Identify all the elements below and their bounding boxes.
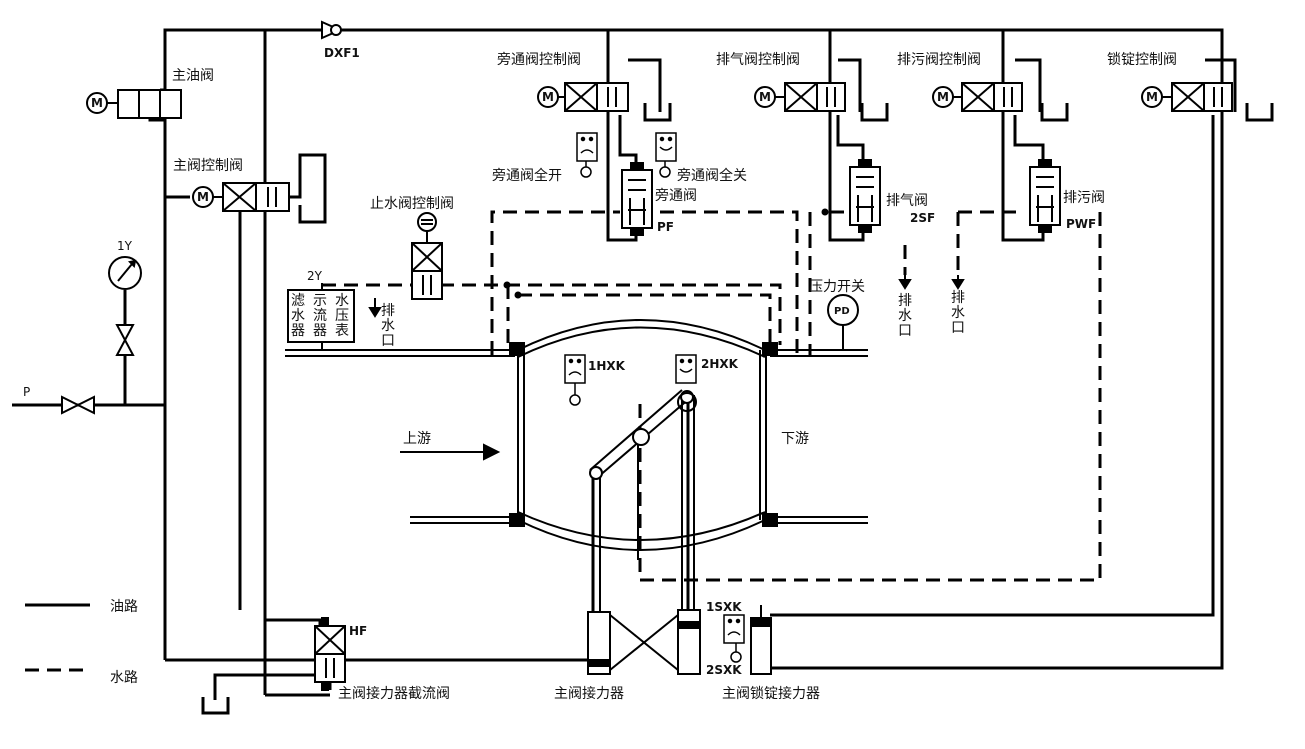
motor-labels: M M M M M M [91,90,1158,204]
label-filter-col2: 示流器 [313,293,327,339]
label-check-valve: DXF1 [324,46,360,60]
label-main-valve-throttle: 主阀接力器截流阀 [338,685,450,702]
sewage-valve-cylinder [1029,159,1061,233]
label-sxk1: 1SXK [706,600,742,614]
pressure-gauge-1y [108,256,142,290]
motor-label: M [91,96,103,110]
label-hxk1: 1HXK [588,359,626,373]
label-sxk2: 2SXK [706,663,742,677]
junction-dots [503,208,829,299]
rocker-linkage [589,389,697,620]
legend [25,603,90,672]
label-bypass-control-valve: 旁通阀控制阀 [497,51,581,68]
pressure-switch-pd [827,294,859,350]
bypass-valve-cylinder [621,162,653,236]
main-servo [587,609,701,675]
bypass-control-valve [537,82,629,112]
limit-switches [564,132,745,663]
text-labels: 主油阀 主阀控制阀 DXF1 旁通阀控制阀 排气阀控制阀 排污阀控制阀 锁锭控制… [23,46,1177,702]
vent-valve-cylinder [849,159,881,233]
label-bypass-full-open: 旁通阀全开 [492,167,562,184]
label-pd: PD [834,306,850,317]
label-water-stop-control-valve: 止水阀控制阀 [370,196,454,212]
label-filter-col1: 滤水器 [291,293,305,339]
main-oil-valve [86,89,182,119]
ball-valve-body [285,319,868,551]
water-pipes [322,210,1102,582]
label-drain-1: 排水口 [381,303,395,349]
lock-control-valve [1141,82,1233,112]
label-main-oil-valve: 主油阀 [172,68,214,84]
motor-label: M [1146,90,1158,104]
label-lock-control-valve: 锁锭控制阀 [1107,52,1177,68]
label-gauge-2y: 2Y [307,269,323,283]
label-gauge-1y: 1Y [117,239,133,253]
drain-arrows [368,275,965,318]
motor-label: M [759,90,771,104]
label-hf: HF [349,624,367,638]
filter-box [287,283,355,350]
main-valve-control-valve [192,153,327,212]
label-legend-oil: 油路 [110,599,138,615]
label-vent-control-valve: 排气阀控制阀 [716,52,800,68]
label-bypass-valve: 旁通阀 [655,187,697,204]
water-stop-control-valve [411,212,443,300]
label-bypass-valve-code: PF [657,220,674,234]
label-vent-valve: 排气阀 [886,193,928,209]
inlet-valve [61,324,135,415]
label-sewage-valve-code: PWF [1066,217,1096,231]
motor-label: M [542,90,554,104]
flow-arrow [400,443,501,461]
label-lock-servo: 主阀锁锭接力器 [722,685,820,702]
lock-servo [750,605,772,675]
label-bypass-full-close: 旁通阀全关 [677,167,747,184]
label-main-valve-control-valve: 主阀控制阀 [173,158,243,174]
label-inlet-p: P [23,385,30,399]
label-downstream: 下游 [781,431,809,447]
check-valve-dxf1 [321,20,343,40]
label-hxk2: 2HXK [701,357,739,371]
label-legend-water: 水路 [110,670,138,686]
label-drain-3: 排水口 [951,290,965,336]
sewage-control-valve [932,82,1023,112]
label-upstream: 上游 [403,431,431,447]
hf-throttle-valve [314,617,346,691]
motor-label: M [197,190,209,204]
vent-control-valve [754,82,846,112]
label-main-servo: 主阀接力器 [554,685,624,702]
motor-label: M [937,90,949,104]
label-vent-valve-code: 2SF [910,211,935,225]
oil-tanks [201,103,1274,715]
label-pressure-switch: 压力开关 [809,279,865,295]
label-sewage-valve: 排污阀 [1063,190,1105,206]
label-filter-col3: 水压表 [335,293,349,339]
label-drain-2: 排水口 [898,293,912,339]
label-sewage-control-valve: 排污阀控制阀 [897,52,981,68]
